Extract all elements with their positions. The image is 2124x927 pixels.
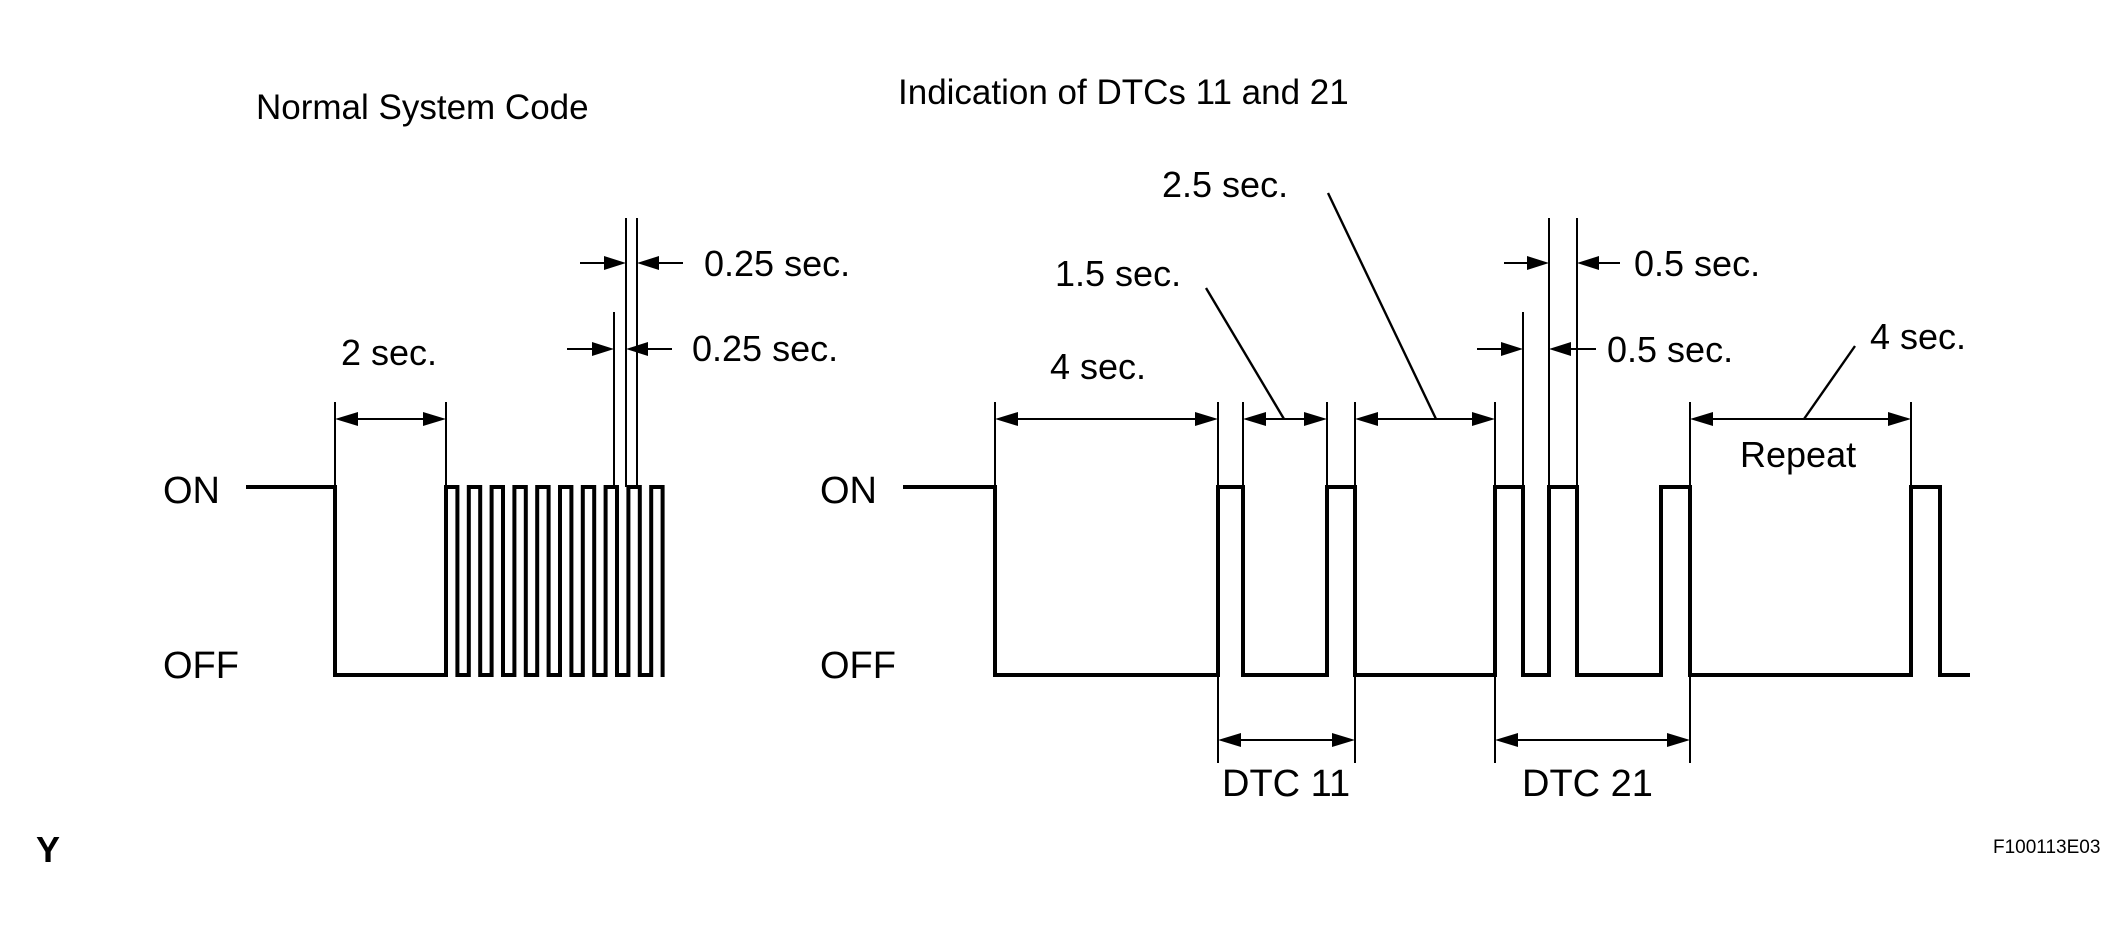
right-off-label: OFF: [820, 645, 896, 687]
arrowhead: [995, 412, 1018, 426]
left-on-pulse-label: 0.25 sec.: [704, 243, 850, 284]
arrowhead: [637, 256, 659, 270]
left-off-pulse-label: 0.25 sec.: [692, 328, 838, 369]
arrowhead: [1304, 412, 1327, 426]
on-pulse-label: 0.5 sec.: [1634, 243, 1760, 284]
arrowhead: [1332, 733, 1355, 747]
digit-gap-label: 1.5 sec.: [1055, 253, 1181, 294]
arrowhead: [1501, 342, 1523, 356]
arrowhead: [1549, 342, 1571, 356]
right-4sec-label: 4 sec.: [1050, 346, 1146, 387]
arrowhead: [592, 342, 614, 356]
repeat-time-label: 4 sec.: [1870, 316, 1966, 357]
arrowhead: [1690, 412, 1713, 426]
arrowhead: [1243, 412, 1266, 426]
figure-reference: F100113E03: [1993, 837, 2100, 858]
arrowhead: [335, 412, 358, 426]
arrowhead: [1218, 733, 1241, 747]
repeat-leader: [1803, 345, 1856, 420]
dtc11-label: DTC 11: [1222, 763, 1350, 805]
arrowhead: [626, 342, 648, 356]
code-gap-leader: [1326, 192, 1438, 420]
normal-system-code-heading: Normal System Code: [256, 88, 589, 127]
arrowhead: [1195, 412, 1218, 426]
off-pulse-label: 0.5 sec.: [1607, 329, 1733, 370]
repeat-label: Repeat: [1740, 434, 1856, 475]
normal-system-code-panel: Normal System Code ON OFF 2 sec. 0.25 se…: [163, 88, 850, 687]
right-on-label: ON: [820, 470, 877, 512]
arrowhead: [423, 412, 446, 426]
arrowhead: [1495, 733, 1518, 747]
arrowhead: [1355, 412, 1378, 426]
arrowhead: [1888, 412, 1911, 426]
dtc-code-waveform: [903, 485, 1970, 677]
arrowhead: [1527, 256, 1549, 270]
arrowhead: [1472, 412, 1495, 426]
arrowhead: [1667, 733, 1690, 747]
dtc-indication-panel: Indication of DTCs 11 and 21 ON OFF 4 se…: [820, 73, 1970, 805]
left-on-label: ON: [163, 470, 220, 512]
arrowhead: [1577, 256, 1599, 270]
left-off-label: OFF: [163, 645, 239, 687]
arrowhead: [604, 256, 626, 270]
corner-mark: Y: [36, 829, 60, 870]
digit-gap-leader: [1204, 287, 1286, 420]
code-gap-label: 2.5 sec.: [1162, 164, 1288, 205]
dtc21-label: DTC 21: [1522, 763, 1653, 805]
normal-code-waveform: [246, 485, 665, 677]
left-2sec-label: 2 sec.: [341, 332, 437, 373]
dtc-indication-heading: Indication of DTCs 11 and 21: [898, 73, 1349, 112]
